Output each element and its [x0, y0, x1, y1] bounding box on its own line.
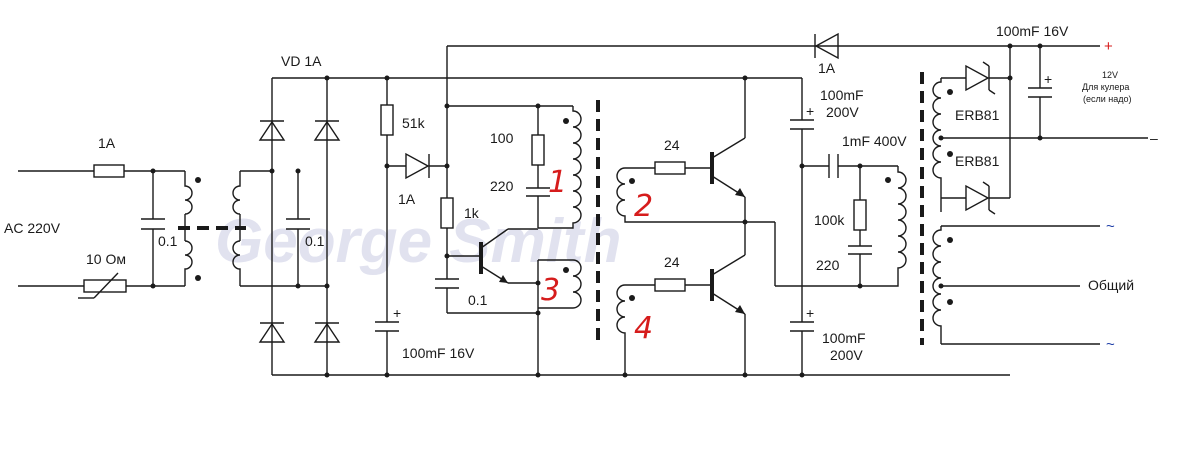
- diode-out-label: 1A: [818, 60, 836, 76]
- cap-220b-label: 220: [816, 257, 840, 273]
- minus-terminal: –: [1150, 130, 1158, 146]
- winding-number-2: 2: [634, 189, 653, 224]
- resistor-24a-label: 24: [664, 137, 680, 153]
- erb-bot-label: ERB81: [955, 153, 1000, 169]
- resistor-24a: [654, 161, 686, 175]
- resistor-100-label: 100: [490, 130, 514, 146]
- svg-text:+: +: [1044, 71, 1052, 87]
- svg-text:+: +: [806, 305, 814, 321]
- winding-1: [538, 106, 582, 229]
- winding-number-3: 3: [541, 273, 560, 308]
- cap-input-2-label: 0.1: [305, 233, 325, 249]
- v12-label: 12V: [1102, 70, 1118, 80]
- resistor-51k-label: 51k: [402, 115, 426, 131]
- resistor-100k: [853, 199, 867, 231]
- winding-2: [616, 167, 745, 223]
- winding-number-1: 1: [548, 165, 567, 200]
- fan-label-2: (если надо): [1083, 94, 1132, 104]
- cap-top-label-2: 200V: [826, 104, 859, 120]
- cap-input-1-label: 0.1: [158, 233, 178, 249]
- transistor-driver: [447, 228, 538, 284]
- fuse-main: [93, 164, 125, 178]
- diode-start-label: 1A: [398, 191, 416, 207]
- transistor-upper: [710, 78, 746, 222]
- cap-bot-label-1: 100mF: [822, 330, 866, 346]
- cap-1mf-label: 1mF 400V: [842, 133, 907, 149]
- cap-top-label-1: 100mF: [820, 87, 864, 103]
- watermark: George Smith: [215, 207, 622, 276]
- cap-out-label: 100mF 16V: [996, 23, 1069, 39]
- fan-label-1: Для кулера: [1082, 82, 1129, 92]
- resistor-1k-label: 1k: [464, 205, 480, 221]
- resistor-1k: [440, 197, 454, 229]
- plus-terminal: +: [1104, 38, 1113, 55]
- resistor-24b: [654, 278, 686, 292]
- common-label: Общий: [1088, 277, 1134, 293]
- input-wires: [18, 170, 185, 287]
- mains-label: AC 220V: [4, 220, 61, 236]
- erb-top-label: ERB81: [955, 107, 1000, 123]
- svg-text:+: +: [806, 103, 814, 119]
- cap-base-label: 0.1: [468, 292, 488, 308]
- cap-220-label: 220: [490, 178, 514, 194]
- winding-3: [572, 259, 582, 309]
- resistor-51k: [380, 104, 394, 136]
- resistor-100k-label: 100k: [814, 212, 845, 228]
- svg-text:+: +: [393, 305, 401, 321]
- winding-4: [616, 284, 626, 375]
- common-mode-choke: [178, 171, 246, 286]
- ac-terminal-2: ~: [1106, 336, 1115, 353]
- bridge-rectifier: [258, 77, 341, 375]
- cap-input-1: [141, 218, 165, 230]
- bridge-label: VD 1A: [281, 53, 322, 69]
- winding-number-4: 4: [634, 311, 653, 346]
- resistor-24b-label: 24: [664, 254, 680, 270]
- ac-terminal-1: ~: [1106, 218, 1115, 235]
- primary-winding: [860, 166, 907, 287]
- thermistor-label: 10 Ом: [86, 251, 126, 267]
- cap-lv-label: 100mF 16V: [402, 345, 475, 361]
- resistor-100: [531, 134, 545, 166]
- fuse-main-label: 1A: [98, 135, 116, 151]
- transistor-lower: [710, 222, 746, 375]
- cap-bot-label-2: 200V: [830, 347, 863, 363]
